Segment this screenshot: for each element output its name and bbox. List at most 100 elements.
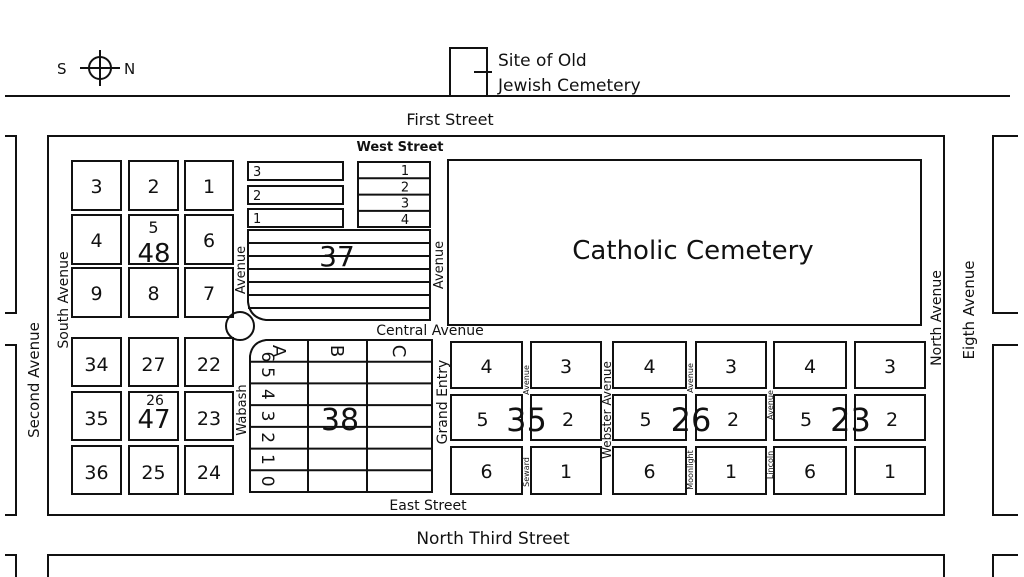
lot-number: 5 [148, 218, 158, 237]
webster-avenue-label: Webster Avenue [600, 361, 614, 459]
section-23-lot [773, 394, 847, 441]
lot-number: 1 [203, 176, 215, 198]
section-47-overlay-number: 26 [146, 393, 164, 409]
north-avenue-label: North Avenue [929, 270, 945, 366]
section-23-lot [773, 446, 847, 495]
block-47-lot [184, 337, 234, 387]
section-37-strip [247, 208, 344, 228]
lot-number: 2 [147, 176, 159, 198]
block-47-lot [184, 391, 234, 441]
section-23-lot [854, 446, 926, 495]
lot-number: 3 [884, 356, 896, 378]
block-48-lot [184, 214, 234, 265]
lot-number: 4 [480, 356, 492, 378]
strip-number: 2 [253, 189, 261, 204]
section-35-number: 35 [506, 401, 547, 439]
south-avenue-label: South Avenue [56, 251, 72, 348]
compass-north-label: N [124, 60, 135, 78]
section-47-number: 47 [137, 405, 170, 435]
section-26-number: 26 [671, 401, 712, 439]
block-47-lot [128, 391, 179, 441]
lincoln-label: Lincoln [766, 451, 775, 479]
block-48-lot [128, 160, 179, 211]
seward-label: Seward [522, 457, 531, 487]
lot-number: 27 [141, 354, 165, 376]
section-35-lot [450, 341, 523, 389]
section-23-lot [854, 341, 926, 389]
section-37-strip [247, 185, 344, 205]
seward-avenue-label: Avenue [522, 365, 531, 395]
compass-south-label: S [57, 60, 67, 78]
row-label: 2 [257, 432, 277, 443]
lot-number: 1 [725, 461, 737, 483]
grand-entry-label: Grand Entry [435, 360, 451, 445]
section-35-lot [450, 394, 523, 441]
lot-number: 24 [197, 462, 221, 484]
side-brackets [5, 135, 1018, 577]
section-26-lot [695, 446, 767, 495]
lot-number: 9 [90, 283, 102, 305]
row-label: 4 [257, 389, 277, 400]
strip-number: 3 [253, 165, 261, 180]
section-26-lot [612, 394, 687, 441]
catholic-cemetery-label: Catholic Cemetery [572, 236, 813, 266]
lot-number: 4 [643, 356, 655, 378]
avenue-right-label: Avenue [432, 241, 447, 289]
strip-number: 4 [401, 213, 409, 228]
lot-number: 4 [804, 356, 816, 378]
section-26-lot [695, 394, 767, 441]
block-48-lot [71, 214, 122, 265]
block-47-lot [128, 445, 179, 495]
lincoln-avenue-label: Avenue [766, 390, 775, 420]
eigth-avenue-label: Eigth Avenue [960, 260, 978, 359]
jewish-cemetery-label-1: Site of Old [498, 51, 587, 71]
block-47-lot [71, 337, 122, 387]
row-label: 0 [257, 476, 277, 487]
lot-number: 3 [560, 356, 572, 378]
lot-number: 36 [84, 462, 108, 484]
strip-number: 1 [401, 164, 409, 179]
lot-number: 25 [141, 462, 165, 484]
lot-number: 2 [562, 409, 574, 431]
row-label: 5 [257, 367, 277, 378]
lot-number: 7 [203, 283, 215, 305]
row-label: 1 [257, 454, 277, 465]
jewish-cemetery-marker [449, 47, 492, 96]
section-38 [249, 339, 433, 493]
central-avenue-label: Central Avenue [376, 323, 483, 339]
section-37-strip [247, 161, 344, 181]
lot-number: 5 [639, 409, 651, 431]
lot-number: 5 [800, 409, 812, 431]
section-48-number: 48 [137, 239, 170, 269]
lower-cemetery-boundary [47, 554, 945, 577]
block-47-lot [184, 445, 234, 495]
section-26-lot [695, 341, 767, 389]
block-48-lot [128, 267, 179, 318]
column-label: A [268, 345, 289, 358]
block-47-lot [71, 391, 122, 441]
block-48-lot [184, 267, 234, 318]
lot-number: 1 [884, 461, 896, 483]
lot-number: 35 [84, 408, 108, 430]
lot-number: 23 [197, 408, 221, 430]
avenue-left-label: Avenue [234, 246, 249, 294]
catholic-cemetery [447, 159, 922, 326]
east-street-label: East Street [389, 498, 467, 514]
wabash-label: Wabash [235, 384, 250, 435]
column-label: C [388, 345, 409, 358]
lot-number: 6 [804, 461, 816, 483]
strip-number: 1 [253, 212, 261, 227]
block-48-lot [71, 267, 122, 318]
section-23-lot [854, 394, 926, 441]
lot-number: 34 [84, 354, 108, 376]
section-35-lot [530, 394, 602, 441]
block-47-lot [71, 445, 122, 495]
lot-number: 5 [476, 409, 488, 431]
lot-number: 4 [90, 230, 102, 252]
lot-number: 6 [480, 461, 492, 483]
lot-number: 3 [725, 356, 737, 378]
lot-number: 6 [203, 230, 215, 252]
lot-number: 1 [560, 461, 572, 483]
cemetery-boundary [47, 135, 945, 516]
